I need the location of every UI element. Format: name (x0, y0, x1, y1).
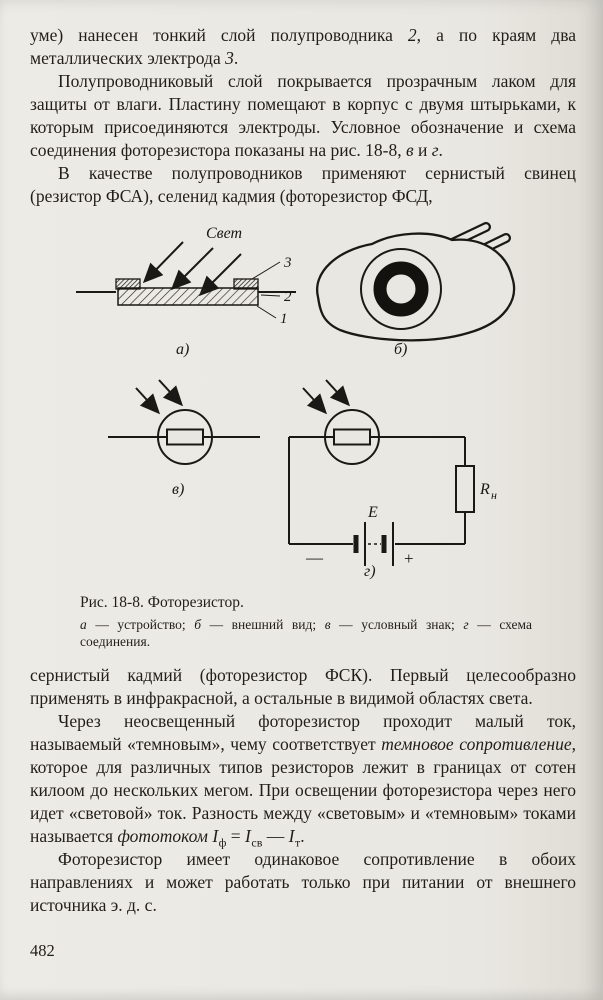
caption-letter: г (463, 617, 469, 632)
text-run: Полупроводниковый слой покрывается прозр… (30, 71, 576, 160)
formula-subscript: ф (218, 835, 227, 850)
formula-period: . (300, 826, 305, 846)
paragraph: В качестве полупроводников применяют сер… (30, 163, 576, 206)
circuit-light-arrows (302, 379, 351, 415)
caption-text: — условный знак; (330, 617, 464, 632)
bottom-text-block: сернистый кадмий (фоторезистор ФСК). Пер… (30, 664, 576, 917)
caption-text: — схема соединения. (80, 617, 532, 649)
formula-phototok: Iф = Iсв — Iт. (212, 826, 305, 849)
circuit-symbol-circle (324, 409, 380, 465)
page-number: 482 (30, 941, 55, 960)
circuit-symbol-resistor (333, 428, 371, 446)
battery-emf-label: E (367, 504, 378, 521)
load-resistor-subscript: н (491, 488, 497, 502)
text-run: Через неосвещенный фоторезистор проходит… (30, 711, 576, 754)
figure-18-8: Свет 3 2 1 а) (76, 222, 516, 580)
text-run-italic: фототоком (117, 826, 213, 846)
caption-letter: а (80, 617, 87, 632)
device-structure-diagram: Свет 3 2 1 а) (76, 225, 296, 358)
plus-sign: + (404, 549, 414, 568)
formula-symbol: I (245, 826, 252, 846)
text-run-italic: г (431, 140, 439, 160)
load-resistor-label: R (479, 481, 490, 498)
top-text-block: уме) нанесен тонкий слой полупроводника … (30, 24, 576, 208)
paragraph-continuation: сернистый кадмий (фоторезистор ФСК). Пер… (30, 665, 576, 708)
paragraph: Полупроводниковый слой покрывается прозр… (30, 70, 576, 162)
paragraph: Фоторезистор имеет одинаковое сопротивле… (30, 849, 576, 915)
sublabel-a: а) (176, 341, 189, 358)
caption-letter: в (324, 617, 331, 632)
text-run: и (413, 140, 432, 160)
window-dark-ring (373, 261, 429, 317)
formula-operator: — (262, 826, 289, 846)
sublabel-b: б) (394, 341, 407, 358)
external-view-diagram: б) (315, 222, 516, 358)
circuit-diagram: E R н — + г) (288, 379, 497, 580)
text-run-italic: 2 (407, 25, 417, 45)
right-electrode (233, 278, 259, 290)
callout-lines (251, 261, 281, 319)
symbol-light-arrows (135, 379, 184, 415)
text-run: . (438, 140, 443, 160)
symbol-circle (157, 409, 213, 465)
paragraph-continuation: уме) нанесен тонкий слой полупроводника … (30, 24, 576, 70)
text-run-italic: темновое сопротивление (381, 734, 572, 754)
figure-caption-title: Рис. 18-8. Фоторезистор. (80, 594, 244, 611)
text-run: , а по краям два металлических электрода (30, 25, 576, 68)
sublabel-g: г) (364, 563, 376, 580)
battery (353, 522, 394, 566)
caption-letter: б (194, 617, 201, 632)
load-resistor (455, 465, 475, 513)
formula-subscript: т (294, 835, 301, 850)
semiconductor-plate (117, 287, 259, 306)
text-run-italic: 3 (225, 48, 234, 68)
light-label: Свет (206, 225, 242, 242)
symbol-resistor (166, 428, 204, 446)
text-run: уме) нанесен тонкий слой полупроводника (30, 25, 408, 45)
paragraph: Через неосвещенный фоторезистор проходит… (30, 710, 576, 849)
left-electrode (115, 278, 141, 290)
caption-text: — устройство; (86, 617, 195, 632)
light-arrows (142, 241, 242, 297)
formula-subscript: св (251, 835, 263, 850)
figure-caption-detail: а — устройство; б — внешний вид; в — усл… (80, 617, 532, 650)
window-outer-circle (360, 248, 442, 330)
text-run: . (233, 48, 239, 68)
symbol-diagram: в) (108, 379, 260, 498)
callout-3-label: 3 (283, 255, 292, 271)
text-run: , которое для различных типов резисторов… (30, 734, 576, 846)
minus-sign: — (305, 548, 324, 567)
sublabel-v: в) (172, 481, 184, 498)
caption-text: — внешний вид; (201, 617, 325, 632)
callout-1-label: 1 (280, 311, 288, 327)
formula-symbol: I (212, 826, 219, 846)
formula-symbol: I (288, 826, 295, 846)
formula-operator: = (226, 826, 246, 846)
text-run-italic: в (405, 140, 414, 160)
callout-2-label: 2 (284, 289, 292, 305)
